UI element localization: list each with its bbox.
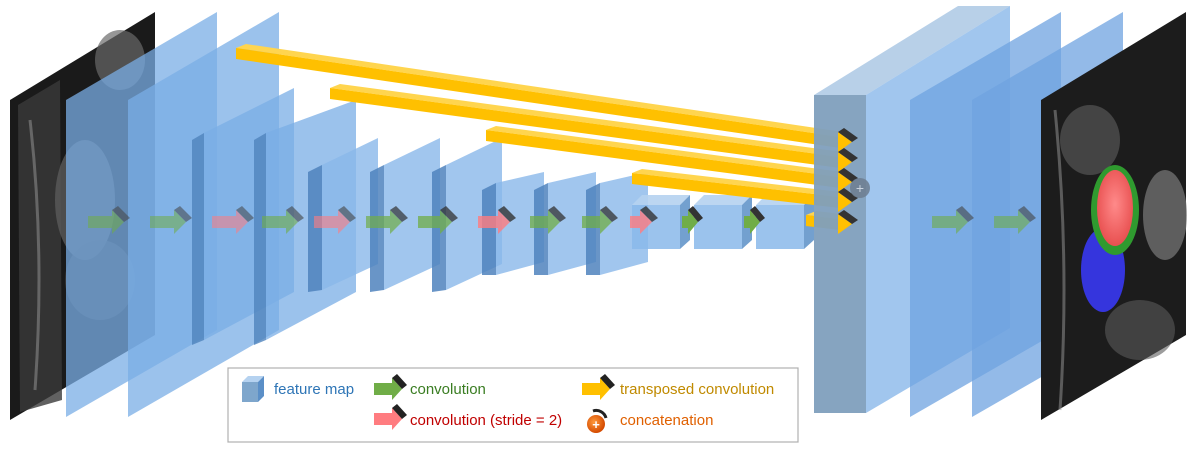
convolution-arrow xyxy=(150,206,192,234)
convolution-stride-arrow xyxy=(630,206,658,234)
legend-concatenation-icon: + xyxy=(587,408,608,433)
skip-bar xyxy=(330,84,850,168)
legend-convolution-icon xyxy=(374,374,407,400)
skip-bar xyxy=(632,169,850,208)
concatenation-marker: + xyxy=(850,178,870,198)
convolution-arrow xyxy=(262,206,304,234)
convolution-arrow xyxy=(932,206,974,234)
legend-convolution-label: convolution xyxy=(410,381,486,398)
transposed-convolution-arrow xyxy=(838,128,858,152)
svg-text:+: + xyxy=(592,417,600,432)
legend-transposed-convolution-icon xyxy=(582,374,615,400)
output-segmented-image xyxy=(1041,12,1187,420)
legend-convolution-stride-icon xyxy=(374,404,407,430)
convolution-arrow xyxy=(582,206,618,234)
skip-connections xyxy=(236,44,850,230)
left-ventricle-segment xyxy=(1097,170,1133,246)
transposed-convolution-arrow xyxy=(838,148,858,172)
transposed-convolution-arrow xyxy=(838,210,858,234)
encoder-feature-maps xyxy=(66,12,814,417)
legend-concatenation-label: concatenation xyxy=(620,412,713,429)
convolution-stride-arrow xyxy=(478,206,516,234)
legend-convolution-stride-label: convolution (stride = 2) xyxy=(410,412,562,429)
feature-map xyxy=(482,172,544,275)
skip-bar xyxy=(486,126,850,188)
feature-map xyxy=(694,195,752,249)
pipeline-arrows: + xyxy=(88,128,1036,234)
legend: feature map convolution transposed convo… xyxy=(227,367,799,443)
convolution-stride-arrow xyxy=(314,206,356,234)
legend-feature-map-icon xyxy=(242,376,264,402)
convolution-arrow xyxy=(682,206,703,234)
transposed-convolution-arrow xyxy=(838,168,858,192)
convolution-arrow xyxy=(88,206,130,234)
feature-map xyxy=(534,172,596,275)
feature-map xyxy=(586,172,648,275)
convolution-arrow xyxy=(744,206,765,234)
convolution-stride-arrow xyxy=(212,206,254,234)
transposed-convolution-arrow xyxy=(838,188,858,212)
convolution-arrow xyxy=(994,206,1036,234)
convolution-arrow xyxy=(530,206,566,234)
legend-feature-map-label: feature map xyxy=(274,381,354,398)
convolution-arrow xyxy=(418,206,458,234)
svg-text:+: + xyxy=(856,180,864,196)
feature-map xyxy=(370,138,440,292)
convolution-arrow xyxy=(366,206,408,234)
legend-transposed-convolution-label: transposed convolution xyxy=(620,381,774,398)
skip-bar xyxy=(236,44,850,148)
